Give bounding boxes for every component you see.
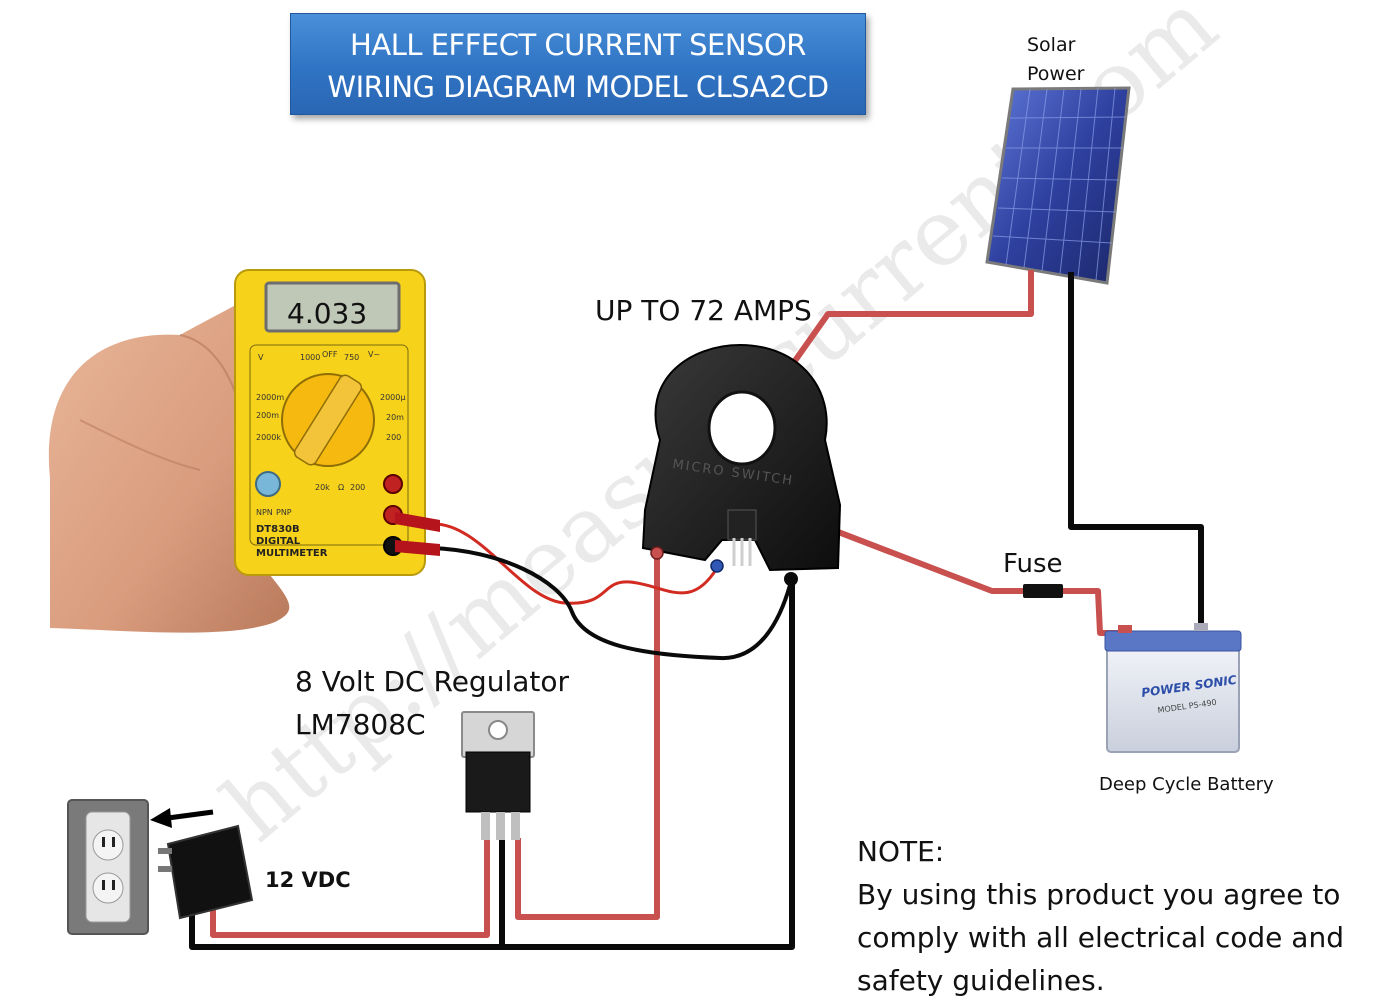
title-line-1: HALL EFFECT CURRENT SENSOR: [350, 28, 806, 62]
wall-outlet: [67, 799, 149, 935]
svg-text:Ω: Ω: [338, 483, 344, 492]
svg-text:2000m: 2000m: [256, 393, 284, 402]
red-lead-meter-to-sensor: [429, 522, 719, 605]
terminal-blue: [710, 559, 724, 573]
regulator-label-line-2: LM7808C: [295, 708, 426, 741]
safety-note: NOTE: By using this product you agree to…: [857, 830, 1344, 1002]
solar-panel: [985, 86, 1131, 285]
black-wire-ground-bus: [189, 580, 795, 950]
terminal-red: [650, 546, 664, 560]
red-wire-regulator-output: [515, 556, 660, 920]
meter-probe-plugs: [395, 512, 440, 556]
svg-text:2000k: 2000k: [256, 433, 281, 442]
multimeter-reading: 4.033: [287, 297, 368, 330]
deep-cycle-battery: POWER SONIC MODEL PS-490: [1104, 623, 1242, 753]
red-wire-fuse-to-battery: [1062, 588, 1118, 636]
hall-effect-sensor: MICRO SWITCH: [641, 343, 842, 572]
svg-text:V: V: [258, 353, 264, 362]
multimeter-type-line-2: MULTIMETER: [256, 548, 328, 559]
svg-text:V~: V~: [368, 350, 380, 359]
note-line-3: safety guidelines.: [857, 964, 1105, 997]
multimeter-type-line-1: DIGITAL: [256, 536, 301, 547]
black-lead-meter-to-ground: [429, 546, 792, 661]
svg-text:200m: 200m: [256, 411, 279, 420]
multimeter-model: DT830B: [256, 524, 300, 535]
fuse-component: [1023, 584, 1063, 598]
regulator-label-line-1: 8 Volt DC Regulator: [295, 665, 569, 698]
solar-label: Solar Power: [1027, 31, 1084, 89]
svg-text:20k: 20k: [315, 483, 330, 492]
black-wire-solar-to-battery: [1068, 272, 1204, 626]
svg-text:1000: 1000: [300, 353, 320, 362]
svg-text:20m: 20m: [386, 413, 404, 422]
regulator-label: 8 Volt DC Regulator LM7808C: [295, 660, 569, 746]
ac-adapter: [158, 824, 254, 920]
svg-text:2000μ: 2000μ: [380, 393, 405, 402]
battery-label: Deep Cycle Battery: [1099, 774, 1274, 795]
adapter-voltage-label: 12 VDC: [265, 868, 351, 892]
diagram-title: HALL EFFECT CURRENT SENSOR WIRING DIAGRA…: [290, 13, 866, 115]
note-heading: NOTE:: [857, 835, 945, 868]
solar-label-line-1: Solar: [1027, 34, 1076, 56]
svg-text:PNP: PNP: [276, 508, 292, 517]
svg-text:200: 200: [350, 483, 365, 492]
note-line-1: By using this product you agree to: [857, 878, 1341, 911]
solar-label-line-2: Power: [1027, 63, 1085, 85]
plug-in-arrow-icon: [150, 808, 214, 828]
hand-image: [48, 286, 290, 633]
terminal-black: [784, 572, 798, 586]
svg-text:OFF: OFF: [322, 350, 338, 359]
title-line-2: WIRING DIAGRAM MODEL CLSA2CD: [327, 70, 829, 104]
svg-text:750: 750: [344, 353, 359, 362]
fuse-label: Fuse: [1003, 549, 1063, 579]
sensor-rating-label: UP TO 72 AMPS: [595, 294, 812, 327]
multimeter-model-label: DT830B DIGITAL MULTIMETER: [256, 524, 327, 560]
voltage-regulator-lm7808c: [461, 711, 535, 840]
black-wires: [189, 272, 1204, 950]
svg-text:200: 200: [386, 433, 401, 442]
svg-text:NPN: NPN: [256, 508, 273, 517]
note-line-2: comply with all electrical code and: [857, 921, 1344, 954]
